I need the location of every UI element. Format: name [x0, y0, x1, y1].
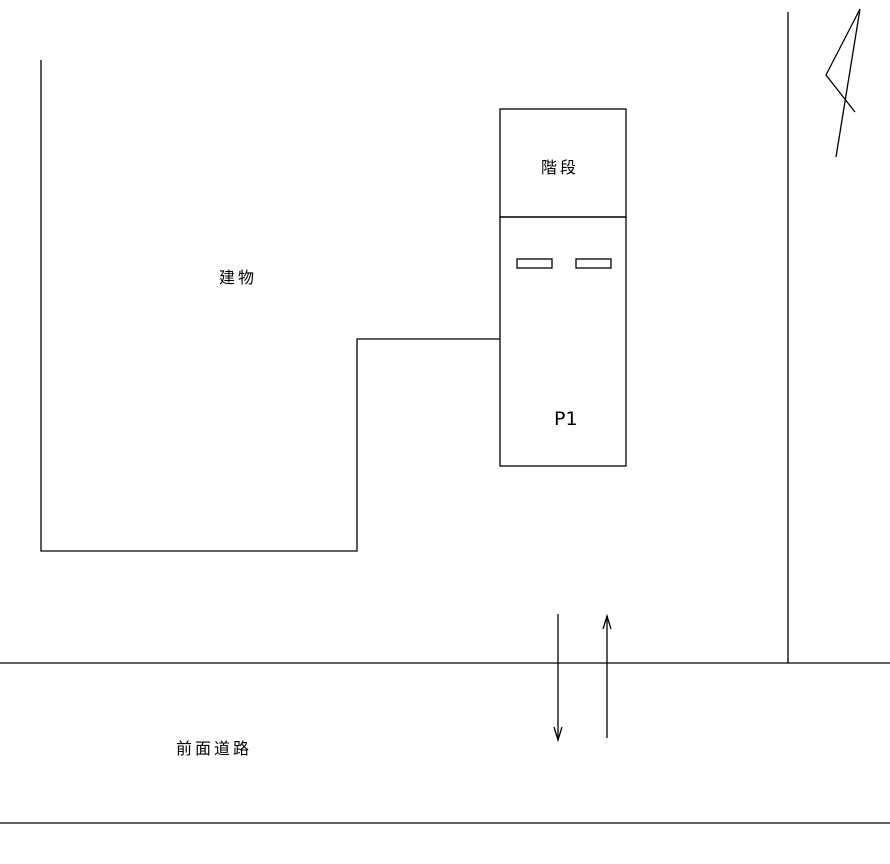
arrow-down-icon [553, 614, 563, 743]
front-road-label: 前面道路 [176, 739, 253, 758]
building-label: 建物 [219, 268, 258, 287]
parking-space-label: P1 [554, 408, 578, 430]
stairs-label: 階段 [541, 158, 580, 177]
parking-space-box [499, 216, 627, 467]
arrow-up-icon [602, 613, 612, 738]
wheel-stop-right [575, 258, 612, 269]
building-outline [40, 60, 500, 552]
wheel-stop-left [516, 258, 553, 269]
north-arrow-icon [825, 8, 861, 158]
